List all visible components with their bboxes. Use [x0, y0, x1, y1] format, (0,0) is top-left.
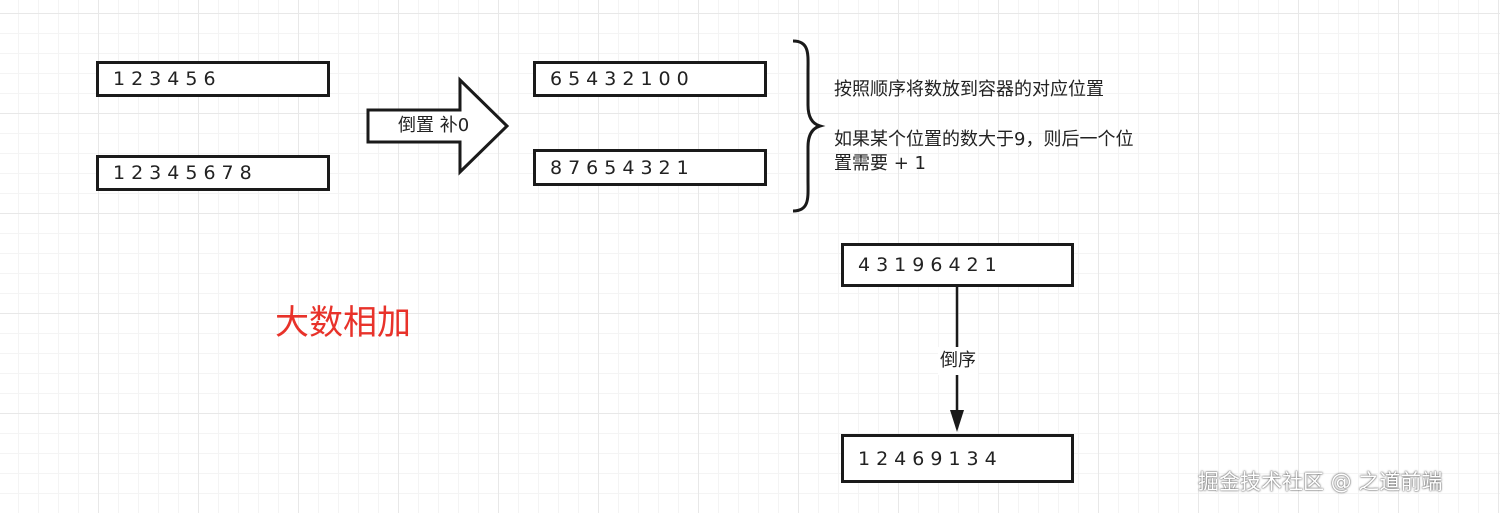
- curly-brace: [792, 39, 826, 213]
- note-line-2: 如果某个位置的数大于9，则后一个位: [834, 129, 1134, 150]
- right-block-arrow: [366, 76, 510, 176]
- reversed-sum-box: 43196421: [841, 243, 1074, 287]
- note-line-1: 按照顺序将数放到容器的对应位置: [834, 79, 1104, 100]
- watermark: 掘金技术社区 @ 之道前端: [1198, 470, 1443, 494]
- reversed-number-a-box: 65432100: [533, 61, 767, 97]
- down-arrowhead: [950, 410, 964, 432]
- arrow-label: 倒置 补0: [398, 115, 470, 136]
- diagram-title: 大数相加: [275, 303, 411, 343]
- reverse-order-label: 倒序: [938, 347, 978, 375]
- note-line-3: 置需要 + 1: [834, 153, 926, 174]
- input-number-b-box: 12345678: [96, 155, 330, 191]
- reversed-number-b-box: 87654321: [533, 149, 767, 186]
- input-number-a-box: 123456: [96, 61, 330, 97]
- final-sum-box: 12469134: [841, 434, 1074, 483]
